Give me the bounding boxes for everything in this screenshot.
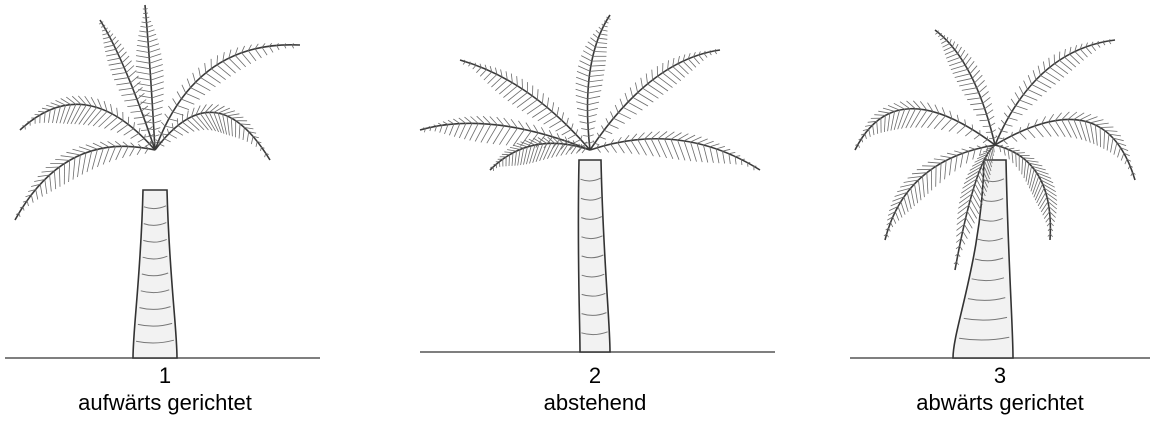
figure-caption-2: abstehend (410, 390, 780, 416)
figure-caption-1: aufwärts gerichtet (0, 390, 330, 416)
figure-panel-3: 3 abwärts gerichtet (845, 0, 1155, 426)
palm-frond-2-2 (590, 49, 720, 150)
palm-trunk-2 (578, 160, 610, 352)
palm-frond-3-2 (995, 39, 1115, 145)
palm-frond-2-3 (590, 132, 760, 171)
palm-trunk-3 (953, 160, 1013, 358)
palm-trunk-1 (133, 190, 177, 358)
figure-number-3: 3 (845, 364, 1155, 388)
palm-frond-3-1 (935, 30, 997, 145)
palm-frond-1-4 (20, 96, 155, 150)
figure-panel-2: 2 abstehend (410, 0, 780, 426)
palm-frond-1-5 (15, 141, 155, 220)
figure-caption-3: abwärts gerichtet (845, 390, 1155, 416)
figure-number-1: 1 (0, 364, 330, 388)
palm-frond-3-4 (855, 101, 995, 150)
figure-panel-1: 1 aufwärts gerichtet (0, 0, 330, 426)
palm-frond-2-4 (460, 60, 590, 150)
palm-tree-2-illustration (410, 0, 780, 365)
palm-tree-1-illustration (0, 0, 330, 365)
palm-frond-3-3 (995, 112, 1135, 180)
figure-number-2: 2 (410, 364, 780, 388)
palm-tree-3-illustration (845, 0, 1155, 365)
palm-frond-1-2 (155, 43, 300, 150)
palm-frond-2-1 (576, 15, 611, 150)
